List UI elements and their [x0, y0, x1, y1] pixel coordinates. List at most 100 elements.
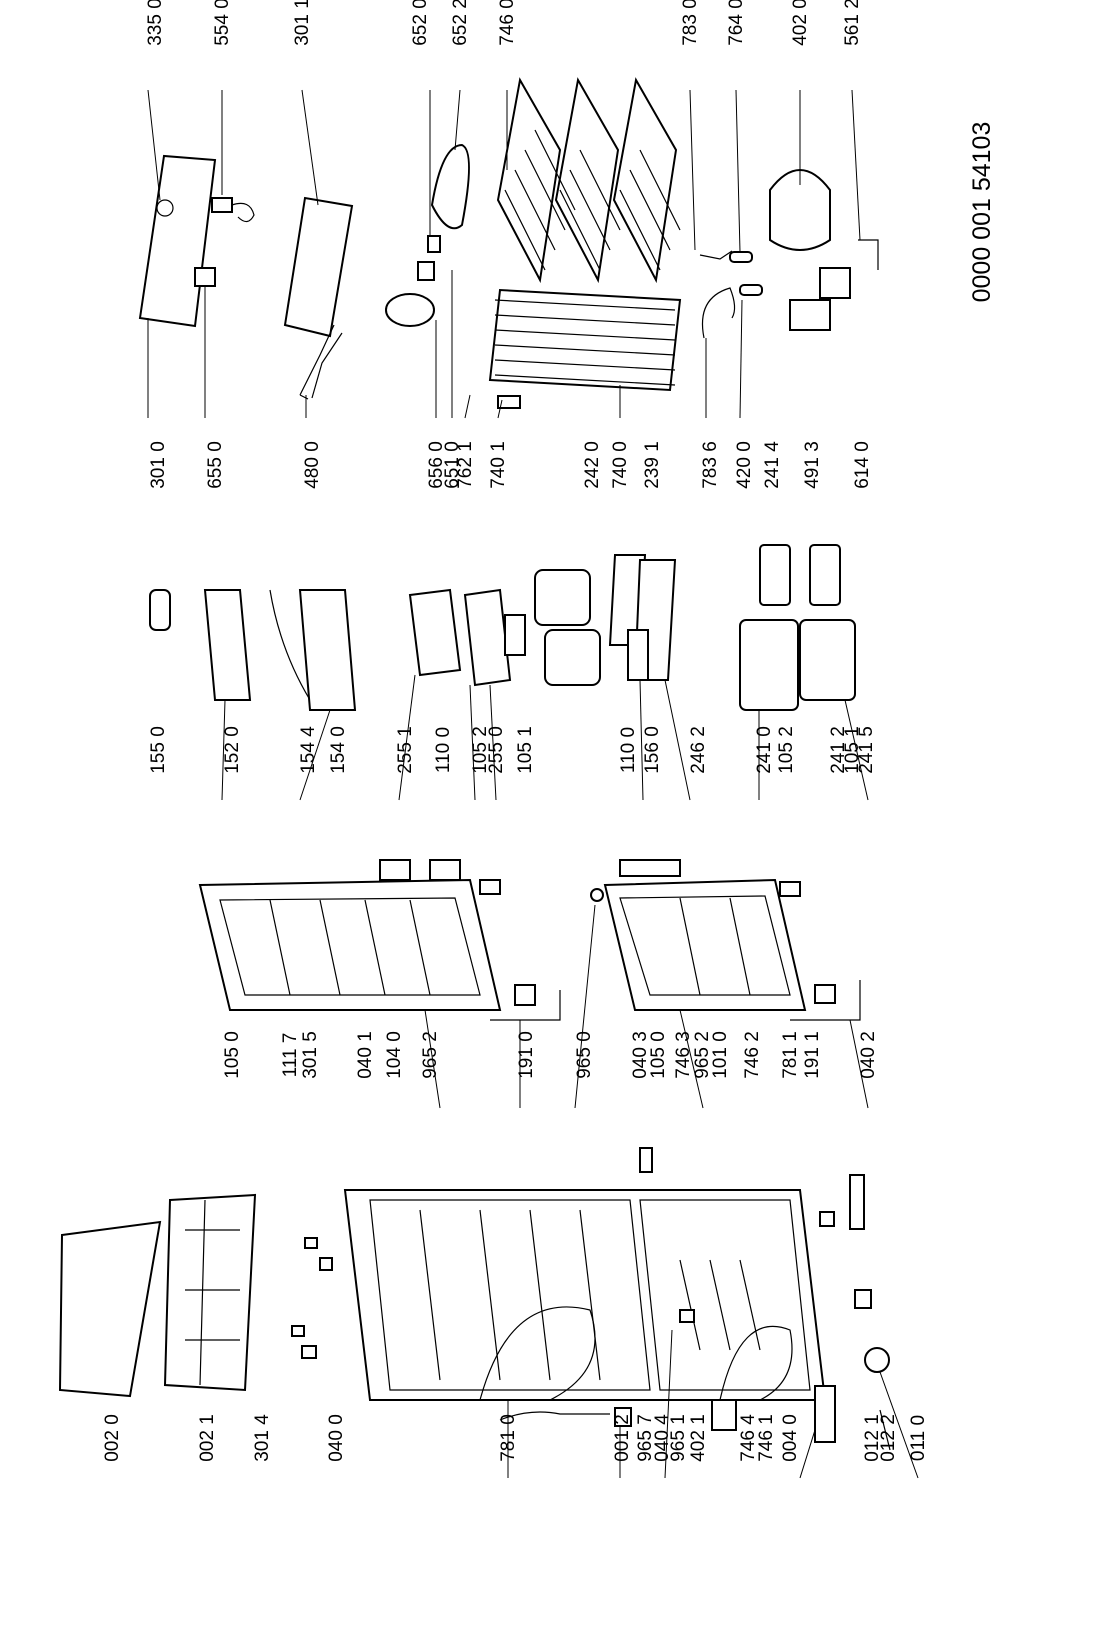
part-callout-label: 105 0 [648, 1031, 669, 1079]
part-callout-label: 614 0 [852, 441, 873, 489]
part-callout-label: 040 0 [326, 1414, 347, 1462]
freezer-baskets-part [739, 544, 856, 711]
condenser-grid [488, 288, 682, 392]
part-callout-label: 105 1 [842, 726, 863, 774]
part-callout-label: 746 0 [497, 0, 518, 46]
worktop-frame-part [163, 1193, 257, 1392]
top-cover-part [58, 1220, 162, 1398]
part-callout-label: 011 0 [908, 1415, 929, 1461]
parts-artwork [58, 77, 891, 1451]
compressor-part [769, 169, 831, 251]
part-callout-label: 040 2 [858, 1031, 879, 1079]
part-callout-label: 651 0 [442, 441, 463, 489]
part-callout-label: 002 0 [102, 1414, 123, 1462]
part-callout-label: 740 1 [488, 441, 509, 489]
bracket-part [138, 154, 217, 328]
part-callout-label: 156 0 [642, 726, 663, 774]
part-callout-label: 781 0 [498, 1414, 519, 1462]
part-callout-label: 012 2 [878, 1414, 899, 1462]
part-callout-label: 740 0 [610, 441, 631, 489]
cover-part [430, 143, 470, 230]
part-callout-label: 040 3 [630, 1031, 651, 1079]
evaporator-grid [496, 77, 681, 284]
part-callout-label: 783 6 [700, 441, 721, 489]
part-callout-label: 255 1 [395, 726, 416, 774]
part-callout-label: 554 0 [212, 0, 233, 46]
document-number: 0000 001 54103 [968, 122, 996, 303]
part-callout-label: 965 2 [692, 1031, 713, 1079]
part-callout-label: 965 2 [420, 1031, 441, 1079]
part-callout-label: 965 1 [668, 1414, 689, 1462]
part-callout-label: 241 0 [754, 726, 775, 774]
part-callout-label: 764 0 [726, 0, 747, 46]
clip-part [211, 197, 233, 213]
part-callout-label: 002 1 [197, 1414, 218, 1462]
part-callout-label: 652 2 [450, 0, 471, 46]
part-callout-label: 655 0 [205, 441, 226, 489]
part-callout-label: 746 2 [742, 1031, 763, 1079]
part-callout-label: 561 2 [842, 0, 863, 46]
part-callout-label: 781 1 [780, 1031, 801, 1079]
part-callout-label: 965 7 [635, 1414, 656, 1462]
part-callout-label: 402 0 [790, 0, 811, 46]
part-callout-label: 105 2 [470, 726, 491, 774]
part-callout-label: 152 0 [222, 726, 243, 774]
part-callout-label: 242 0 [582, 441, 603, 489]
board-part [283, 196, 354, 338]
part-callout-label: 402 1 [688, 1414, 709, 1462]
part-callout-label: 965 0 [574, 1031, 595, 1079]
part-callout-label: 040 1 [355, 1031, 376, 1079]
part-callout-label: 301 1 [292, 0, 313, 46]
part-callout-label: 105 2 [776, 726, 797, 774]
part-callout-label: 154 0 [328, 726, 349, 774]
wiring-part [299, 324, 343, 400]
part-callout-label: 241 5 [856, 726, 877, 774]
cabinet-body-part [343, 1189, 827, 1401]
egg-tray-part [149, 589, 171, 631]
part-callout-label: 746 3 [673, 1031, 694, 1079]
part-callout-label: 246 2 [688, 726, 709, 774]
fridge-door-part [198, 859, 561, 1021]
part-callout-label: 241 2 [828, 726, 849, 774]
part-callout-label: 746 1 [756, 1414, 777, 1462]
part-callout-label: 480 0 [302, 441, 323, 489]
drawers-part [534, 569, 601, 686]
part-callout-label: 104 0 [384, 1031, 405, 1079]
part-callout-label: 301 4 [252, 1414, 273, 1462]
part-callout-label: 255 0 [486, 726, 507, 774]
part-callout-label: 301 0 [148, 441, 169, 489]
freezer-door-part [590, 859, 861, 1021]
part-callout-label: 040 4 [652, 1414, 673, 1462]
part-callout-label: 656 0 [426, 441, 447, 489]
part-callout-label: 111 7 [280, 1033, 301, 1078]
part-callout-label: 012 1 [862, 1414, 883, 1462]
part-callout-label: 241 4 [762, 441, 783, 489]
part-callout-label: 783 0 [680, 0, 701, 46]
part-callout-label: 746 4 [738, 1414, 759, 1462]
glass-shelf-part [408, 588, 462, 677]
part-callout-label: 101 0 [710, 1031, 731, 1079]
part-callout-label: 420 0 [734, 441, 755, 489]
part-callout-label: 239 1 [642, 441, 663, 489]
part-callout-label: 154 4 [298, 726, 319, 774]
part-callout-label: 191 1 [802, 1031, 823, 1079]
part-callout-label: 105 1 [515, 726, 536, 774]
part-callout-label: 301 5 [300, 1031, 321, 1079]
part-callout-label: 001 2 [612, 1414, 633, 1462]
part-callout-label: 191 0 [516, 1031, 537, 1079]
part-callout-label: 155 0 [148, 726, 169, 774]
part-callout-label: 105 0 [222, 1031, 243, 1079]
door-balcony-part [203, 589, 252, 701]
knob-part [385, 293, 435, 327]
part-callout-label: 335 0 [145, 0, 166, 46]
part-callout-label: 762 1 [455, 441, 476, 489]
part-callout-label: 110 0 [433, 727, 454, 773]
leader-lines [147, 89, 919, 1479]
part-callout-label: 110 0 [618, 727, 639, 773]
part-callout-label: 652 0 [410, 0, 431, 46]
part-callout-label: 004 0 [780, 1414, 801, 1462]
part-callout-label: 491 3 [802, 441, 823, 489]
